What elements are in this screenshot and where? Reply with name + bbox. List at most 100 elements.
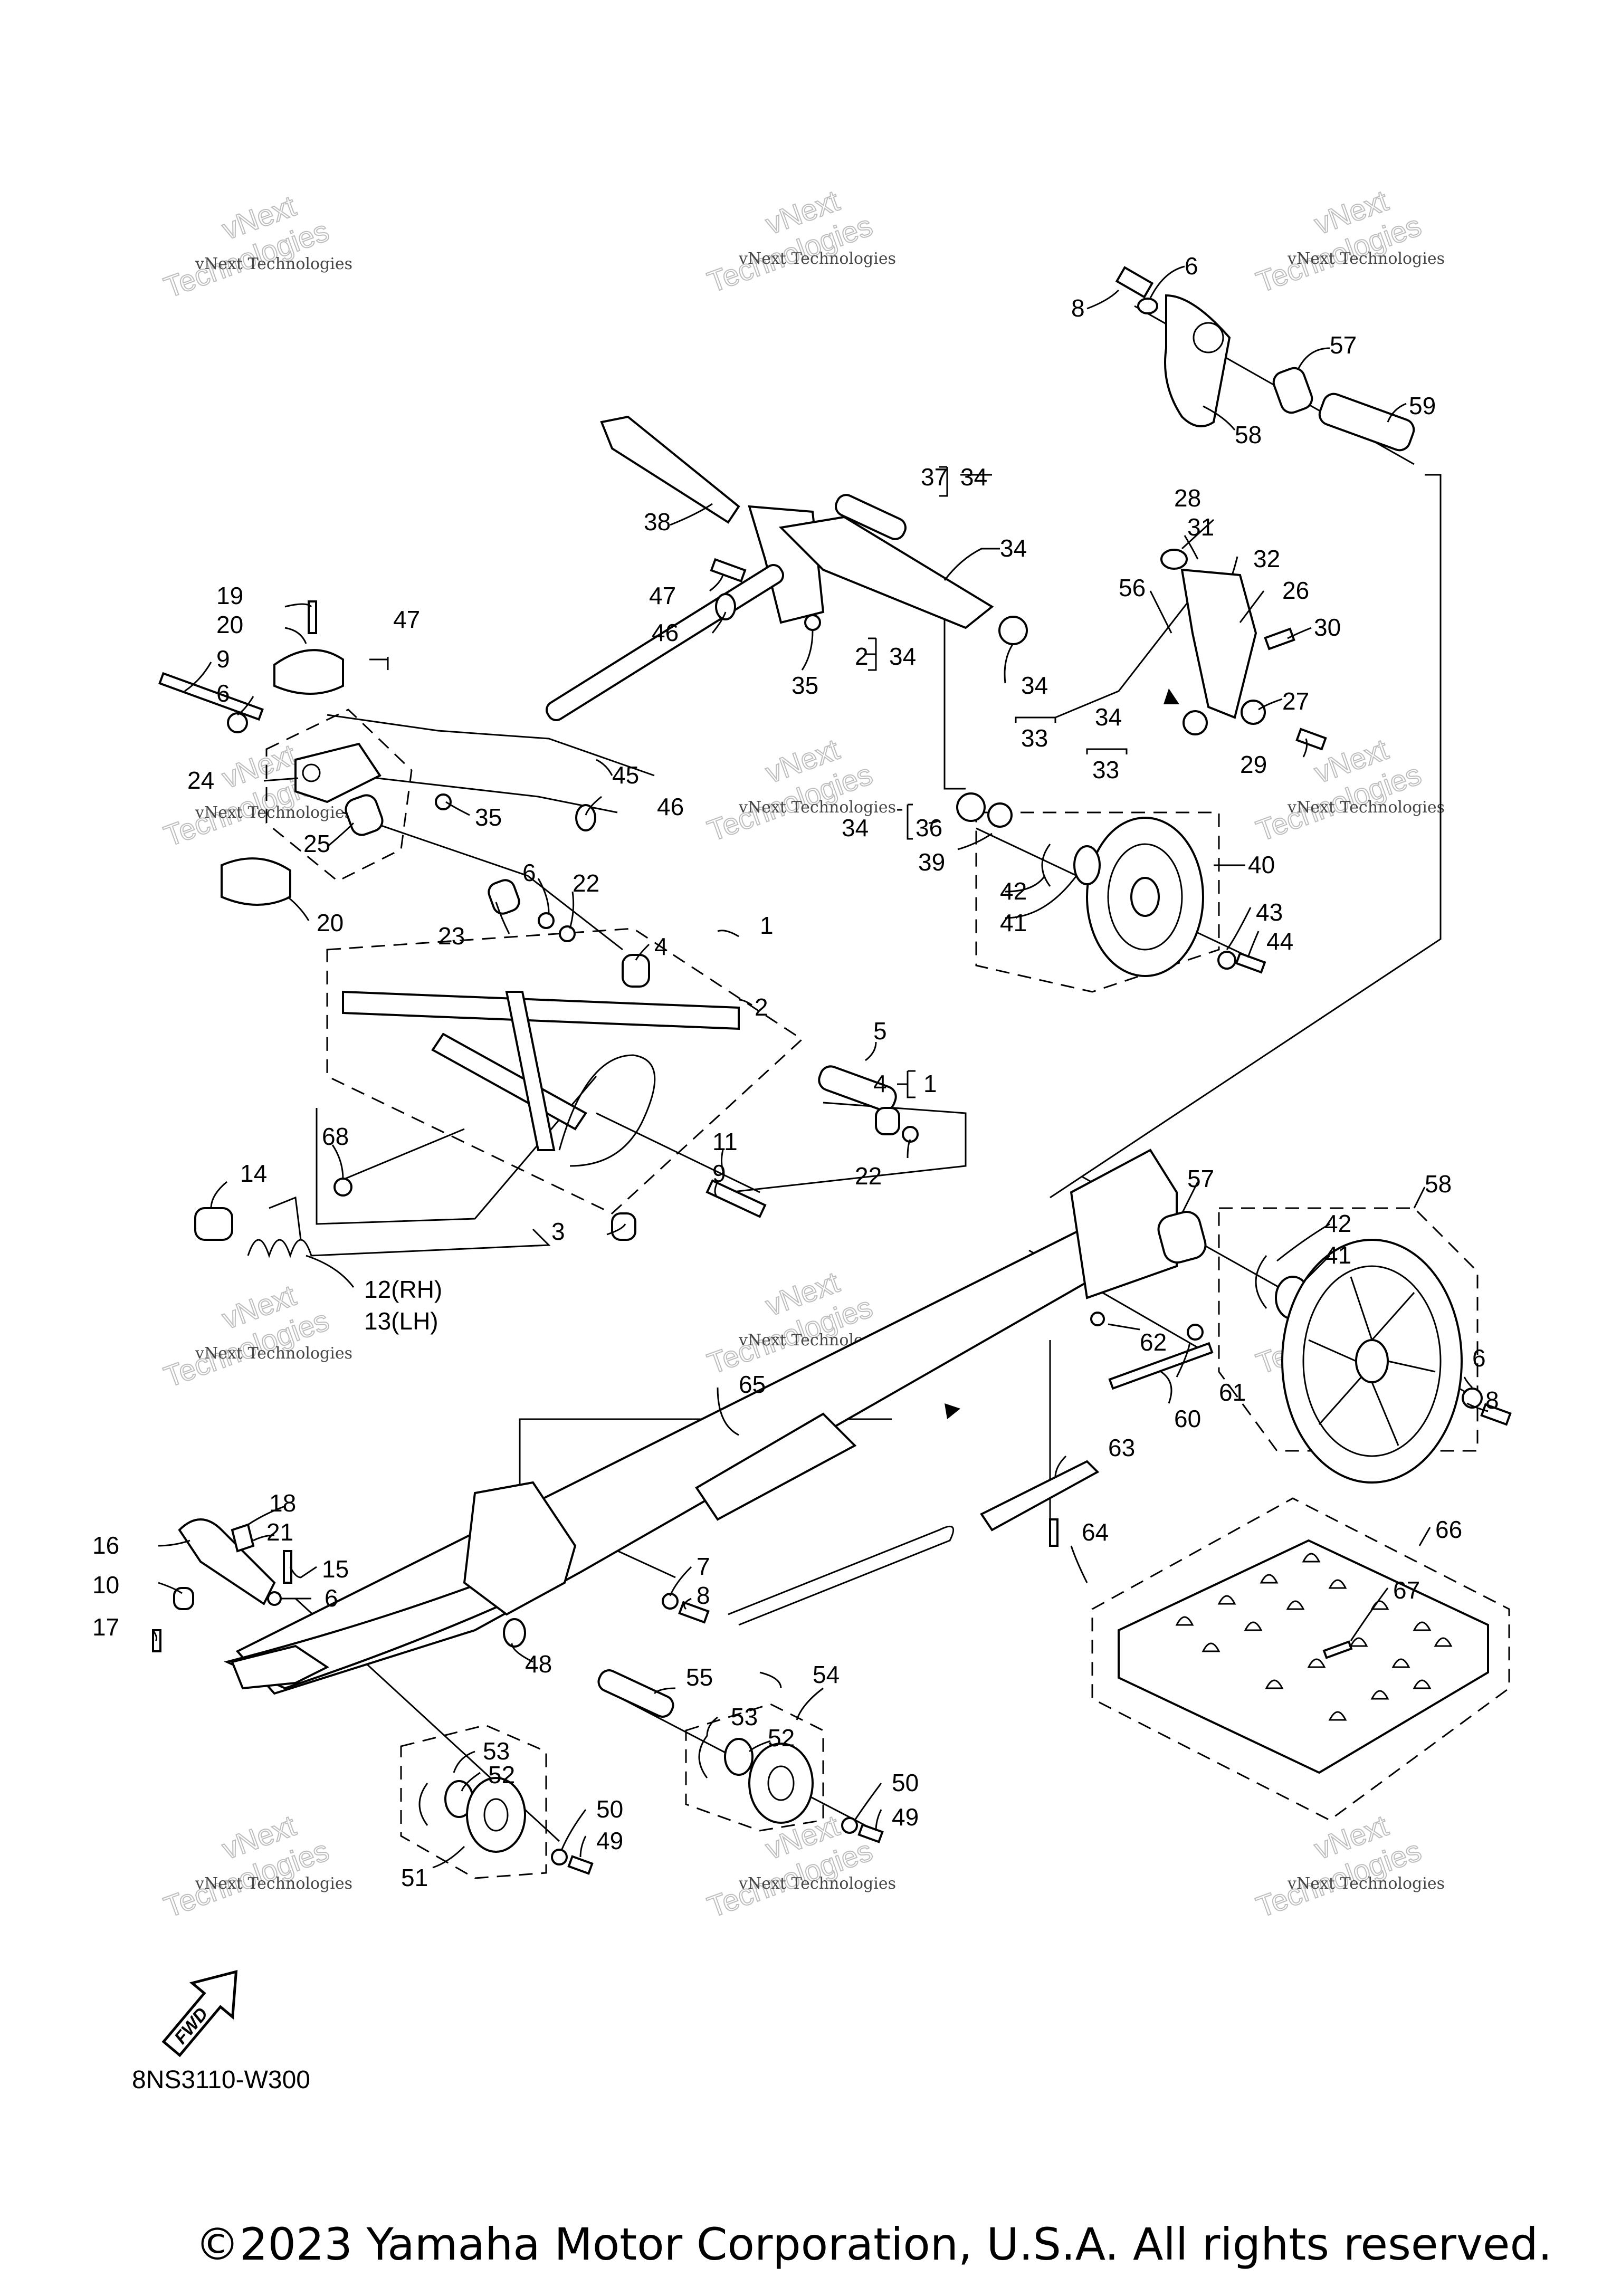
bushing-33-left (1183, 710, 1208, 735)
rail-front-mount (463, 1481, 577, 1616)
bushing-48 (503, 1618, 526, 1648)
callout-6: 6 (522, 859, 536, 886)
bushing-46-upper (715, 593, 736, 620)
callout-31: 31 (1187, 513, 1214, 541)
watermark-text: vNext Technologies (195, 803, 352, 822)
shaft-38 (600, 415, 740, 524)
callout-17: 17 (92, 1613, 119, 1641)
watermark-text: vNext Technologies (1287, 1874, 1445, 1893)
bearing-41-upper (1073, 845, 1101, 885)
callout-35: 35 (792, 672, 818, 699)
callout-6: 6 (216, 680, 230, 707)
collar-57-lower (1157, 1211, 1207, 1264)
washer-6-lever (267, 1591, 282, 1606)
washer-7 (662, 1593, 679, 1610)
bracket-24-hole (302, 763, 321, 782)
reference-line (316, 1076, 597, 1225)
washer-50-right (841, 1817, 858, 1834)
callout-18: 18 (269, 1489, 296, 1517)
washer-6-mid (538, 912, 555, 929)
washer-43 (1217, 951, 1236, 970)
callout-20: 20 (216, 611, 243, 638)
spacer-10 (173, 1587, 194, 1610)
circlip-42-lower (1255, 1255, 1267, 1309)
subassembly-box-24 (265, 709, 413, 882)
circlip-42-upper (1041, 844, 1051, 887)
rail-bumper-65 (695, 1412, 857, 1521)
callout-42: 42 (1000, 877, 1027, 905)
callout-12: 12(RH) (364, 1276, 442, 1303)
callout-62: 62 (1140, 1328, 1167, 1356)
track-66 (1118, 1539, 1489, 1774)
front-arm-1-wire (558, 1054, 656, 1167)
callout-10: 10 (92, 1571, 119, 1599)
callout-61: 61 (1219, 1379, 1246, 1406)
washer-61 (1187, 1324, 1204, 1341)
reference-line (943, 607, 966, 790)
cap-20-upper (273, 649, 344, 695)
subassembly-box-51 (400, 1724, 547, 1879)
watermark-text: vNext Technologies (1287, 798, 1445, 817)
rear-arm-assembly (546, 415, 1028, 831)
bracket-24 (294, 742, 382, 803)
watermark-text: vNext Technologies (195, 255, 352, 273)
wheel-54-hub (767, 1765, 795, 1801)
callout-54: 54 (813, 1661, 840, 1688)
slide-63 (980, 1460, 1100, 1532)
subassembly-box-58b (1218, 1207, 1479, 1452)
callout-7: 7 (697, 1553, 710, 1580)
callout-25: 25 (303, 830, 330, 857)
callout-34: 34 (842, 814, 869, 841)
callout-6: 6 (1185, 252, 1198, 280)
reference-line (1050, 474, 1442, 1199)
diagram-code: 8NS3110-W300 (132, 2066, 310, 2094)
callout-16: 16 (92, 1532, 119, 1559)
bracket-33a (1015, 716, 1056, 723)
subassembly-box-54 (685, 1703, 824, 1832)
clip-67 (1322, 1640, 1353, 1659)
callout-11: 11 (712, 1128, 738, 1155)
watermark: vNext Technologies vNext Technologies (159, 188, 352, 304)
callout-63: 63 (1108, 1434, 1135, 1461)
watermark-text: vNext Technologies (195, 1344, 352, 1363)
callout-23: 23 (438, 922, 465, 950)
arm-34 (778, 515, 994, 629)
callout-2: 2 (855, 643, 869, 670)
washer-22-lower (902, 1126, 919, 1143)
callout-41: 41 (1324, 1241, 1351, 1269)
collar-23 (488, 879, 520, 915)
callout-40: 40 (1248, 851, 1275, 878)
direction-mark (945, 1403, 960, 1419)
copyright-notice: ©2023 Yamaha Motor Corporation, U.S.A. A… (195, 2218, 1552, 2270)
bolt-9-lower (705, 1179, 767, 1218)
front-lever-assembly (152, 1518, 292, 1652)
watermark: vNext Technologies vNext Technologies (1252, 732, 1445, 848)
bolt-19 (308, 600, 317, 634)
idler-wheel-40-hub (1130, 877, 1160, 917)
reference-line (728, 1102, 967, 1193)
callout-32: 32 (1253, 545, 1280, 572)
callout-50: 50 (892, 1769, 919, 1796)
watermark-text: vNext Technologies (1287, 250, 1445, 268)
callout-58: 58 (1425, 1170, 1452, 1198)
callout-47: 47 (649, 582, 676, 609)
callout-4: 4 (873, 1070, 887, 1097)
bushing-14 (194, 1207, 233, 1241)
front-arm-1-tube-upper (342, 990, 740, 1030)
callout-33: 33 (1021, 724, 1048, 752)
callout-6: 6 (1472, 1344, 1486, 1372)
screw-17 (152, 1629, 161, 1652)
callout-28: 28 (1174, 484, 1201, 512)
callout-49: 49 (892, 1803, 919, 1831)
washer-6-left (227, 712, 248, 733)
shaft-5 (818, 1065, 897, 1112)
callout-41: 41 (1000, 909, 1027, 936)
idler-wheel-58-upper (1164, 294, 1231, 427)
callout-37: 37 (921, 463, 948, 491)
front-bracket-24-assembly (158, 600, 576, 942)
callout-4: 4 (654, 933, 668, 960)
callout-1: 1 (760, 912, 774, 939)
lower-wheel-assemblies (418, 1669, 884, 1875)
idler-wheel-58-hub (1355, 1339, 1389, 1383)
